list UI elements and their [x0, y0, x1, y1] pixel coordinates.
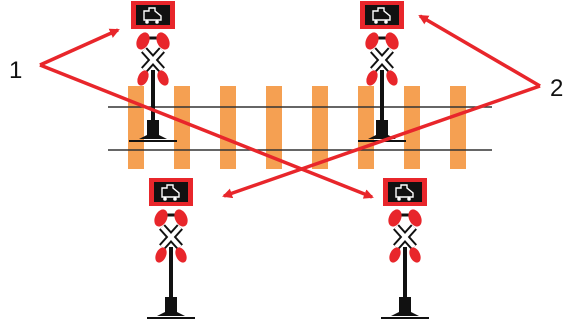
track-sleepers: [128, 86, 466, 169]
railway-track: [108, 86, 492, 169]
crossing-signal-bottom-left: [147, 178, 195, 318]
arrow-2-to-top-right: [418, 14, 541, 88]
arrow-1-to-bottom-right: [39, 63, 374, 199]
arrow-1-to-top-left: [39, 28, 120, 67]
callout-label-1: 1: [9, 57, 22, 84]
callout-arrows: [39, 14, 541, 199]
arrow-2-to-bottom-left: [222, 84, 541, 199]
crossing-signal-bottom-right: [381, 178, 429, 318]
callout-label-2: 2: [550, 75, 563, 102]
